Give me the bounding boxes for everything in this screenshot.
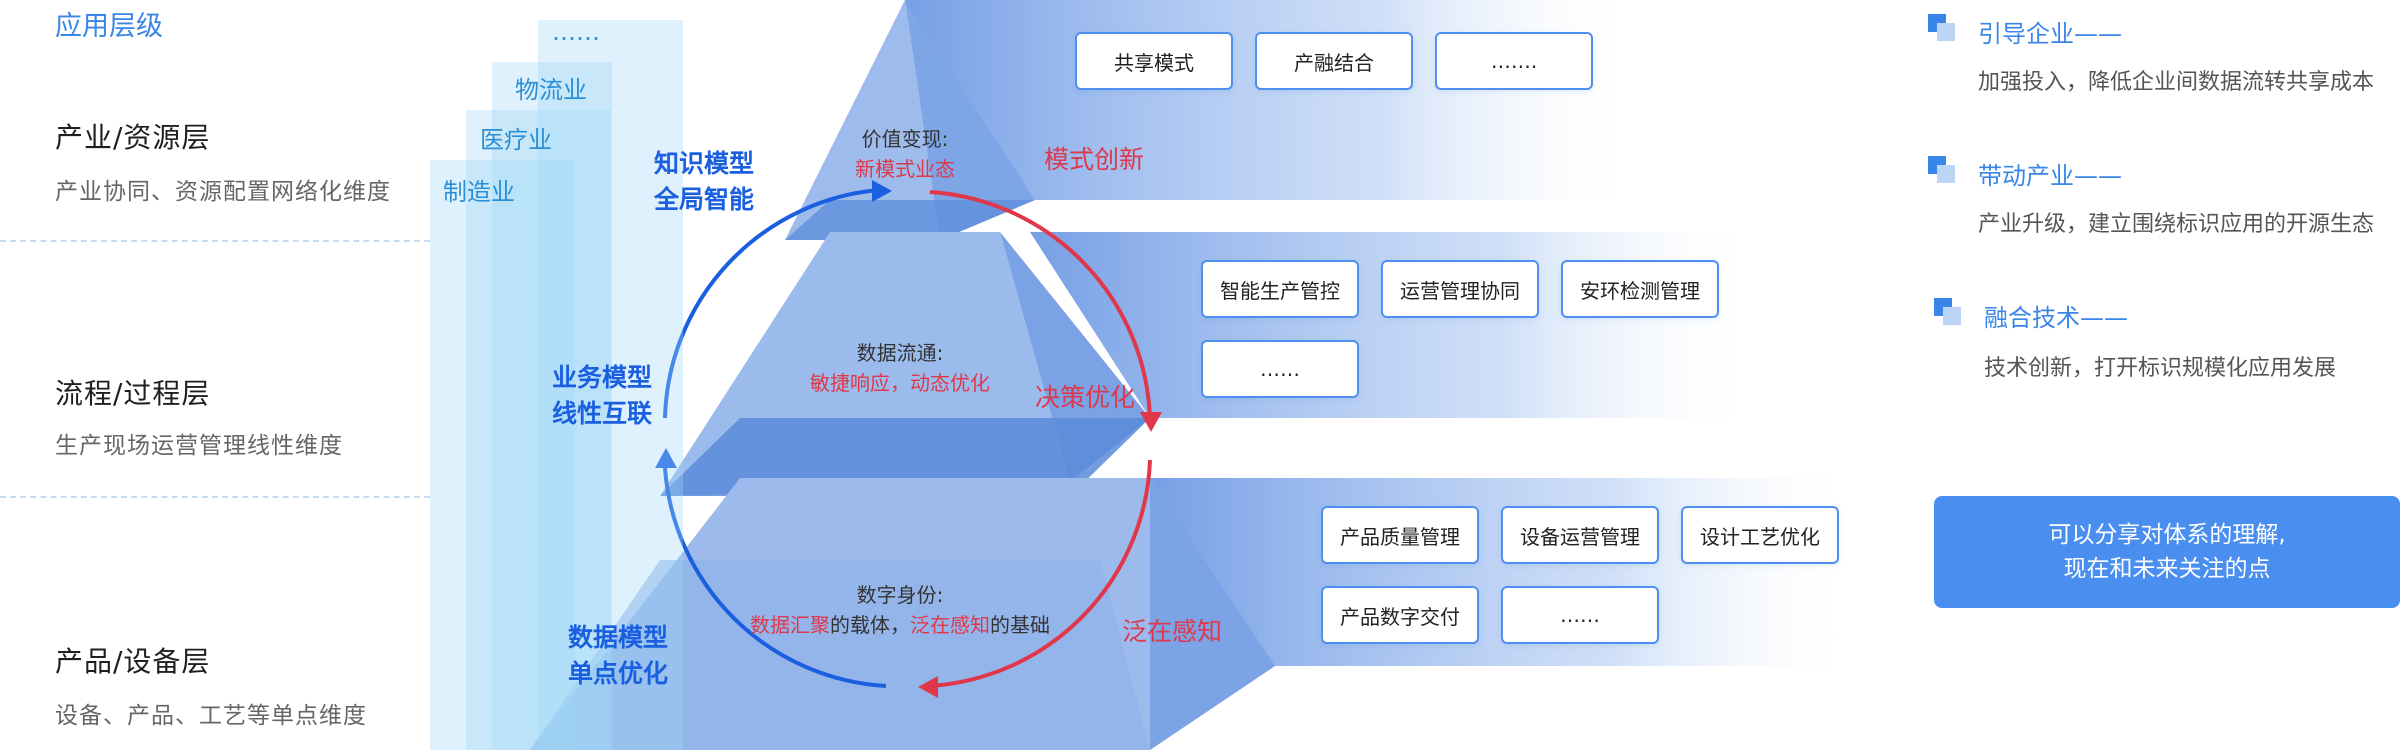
pyramid-bottom-red2: 泛在感知	[910, 613, 990, 637]
layer-desc-industry: 产业协同、资源配置网络化维度	[55, 179, 391, 205]
tag-bottom-more[interactable]: ……	[1501, 586, 1659, 644]
blue-cycle-arrow-upper	[663, 188, 879, 419]
pyramid-top-red: 新模式业态	[855, 157, 955, 181]
pyramid-bot-right	[1150, 478, 1275, 750]
pyramid-top-left	[785, 0, 940, 240]
layer-title-process: 流程/过程层	[55, 377, 211, 410]
industry-label-manufacturing: 制造业	[443, 178, 515, 206]
pyramid-top-right	[905, 0, 1035, 240]
layer-desc-product: 设备、产品、工艺等单点维度	[55, 703, 367, 729]
model-knowledge-line2: 全局智能	[654, 185, 755, 214]
model-knowledge: 知识模型 全局智能	[654, 146, 754, 218]
model-data-line2: 单点优化	[568, 659, 669, 688]
pyramid-middle-red: 敏捷响应，动态优化	[810, 371, 990, 395]
pyramid-bottom-line: 数据汇聚的载体，泛在感知的基础	[740, 610, 1060, 640]
red-cycle-arrow-lower	[929, 459, 1152, 688]
pyramid-top-base	[785, 200, 1035, 240]
advantage-desc-guide: 加强投入，降低企业间数据流转共享成本	[1978, 70, 2375, 95]
tag-operation-coordination[interactable]: 运营管理协同	[1381, 260, 1539, 318]
model-business: 业务模型 线性互联	[552, 360, 652, 432]
model-business-line2: 线性互联	[552, 399, 653, 428]
advantage-title-drive: 带动产业——	[1978, 162, 2122, 190]
tag-industry-finance[interactable]: 产融结合	[1255, 32, 1413, 90]
model-business-line1: 业务模型	[552, 363, 653, 392]
industry-box-manufacturing	[430, 160, 575, 750]
label-decision-optimization: 决策优化	[1035, 383, 1136, 412]
pyramid-bottom-mid: 的载体，	[830, 613, 910, 637]
tag-safety-inspection[interactable]: 安环检测管理	[1561, 260, 1719, 318]
advantage-title-fuse: 融合技术——	[1984, 304, 2128, 332]
tag-top-more[interactable]: …….	[1435, 32, 1593, 90]
model-data: 数据模型 单点优化	[568, 620, 668, 692]
tag-middle-more[interactable]: ……	[1201, 340, 1359, 398]
note-box: 可以分享对体系的理解, 现在和未来关注的点	[1934, 496, 2400, 608]
pyramid-bottom-tail: 的基础	[990, 613, 1050, 637]
blue-cycle-arrow	[663, 467, 887, 688]
divider-1	[0, 240, 430, 242]
divider-2	[0, 496, 430, 498]
layer-title-product: 产品/设备层	[55, 645, 211, 678]
industry-box-medical	[466, 110, 611, 750]
note-line2: 现在和未来关注的点	[2063, 556, 2271, 582]
industry-label-medical: 医疗业	[480, 126, 552, 154]
advantage-desc-fuse: 技术创新，打开标识规模化应用发展	[1984, 356, 2337, 381]
red-cycle-arrow	[929, 190, 1152, 421]
pyramid-middle-label: 数据流通:	[856, 341, 944, 365]
tag-device-operation[interactable]: 设备运营管理	[1501, 506, 1659, 564]
model-knowledge-line1: 知识模型	[654, 149, 755, 178]
pyramid-top-label: 价值变现:	[861, 127, 949, 151]
tag-product-delivery[interactable]: 产品数字交付	[1321, 586, 1479, 644]
pyramid-bot-inner	[530, 560, 1150, 750]
tag-design-process[interactable]: 设计工艺优化	[1681, 506, 1839, 564]
industry-box-logistics	[492, 62, 612, 750]
pyramid-bottom-red1: 数据汇聚	[750, 613, 830, 637]
app-level-heading: 应用层级	[55, 11, 163, 42]
label-ubiquitous-sensing: 泛在感知	[1122, 617, 1223, 646]
pyramid-top-text: 价值变现: 新模式业态	[820, 124, 990, 184]
pyramid-mid-base	[660, 418, 1150, 496]
label-mode-innovation: 模式创新	[1044, 145, 1145, 174]
layer-title-industry: 产业/资源层	[55, 121, 211, 154]
layer-desc-process: 生产现场运营管理线性维度	[55, 433, 343, 459]
industry-box-more	[538, 20, 683, 750]
tag-shared-mode[interactable]: 共享模式	[1075, 32, 1233, 90]
red-arrowhead-upper	[1140, 412, 1162, 432]
industry-label-logistics: 物流业	[515, 76, 587, 104]
blue-arrowhead-upper	[872, 180, 892, 202]
industry-label-more: ……	[552, 18, 600, 46]
tag-smart-production[interactable]: 智能生产管控	[1201, 260, 1359, 318]
tag-product-quality[interactable]: 产品质量管理	[1321, 506, 1479, 564]
red-arrowhead-lower	[918, 676, 938, 698]
blue-arrowhead-lower	[655, 448, 677, 468]
advantage-title-guide: 引导企业——	[1978, 20, 2122, 48]
pyramid-middle-text: 数据流通: 敏捷响应，动态优化	[760, 338, 1040, 398]
pyramid-bottom-text: 数字身份: 数据汇聚的载体，泛在感知的基础	[740, 580, 1060, 640]
advantage-desc-drive: 产业升级，建立围绕标识应用的开源生态	[1978, 212, 2375, 237]
note-line1: 可以分享对体系的理解,	[2048, 522, 2286, 548]
model-data-line1: 数据模型	[568, 623, 669, 652]
pyramid-bottom-label: 数字身份:	[856, 583, 944, 607]
